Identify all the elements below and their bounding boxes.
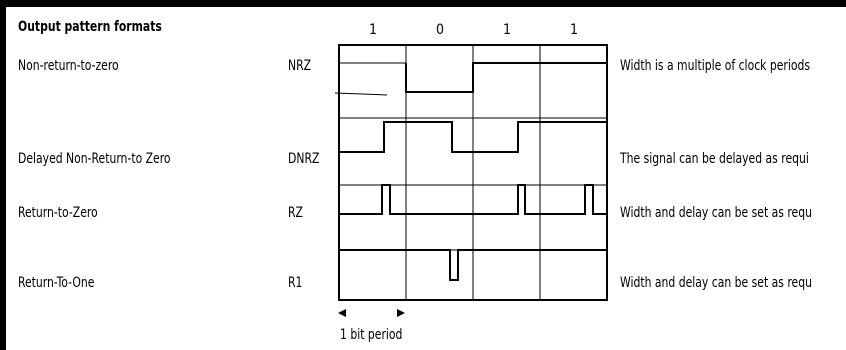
row-name-nrz: Non-return-to-zero — [18, 58, 119, 74]
rz-waveform — [339, 184, 607, 215]
nrz-waveform — [405, 62, 607, 93]
bit-value-3: 1 — [502, 22, 511, 38]
row-name-dnrz: Delayed Non-Return-to Zero — [18, 151, 171, 167]
bit-value-2: 0 — [435, 22, 444, 38]
row-description-rz: Width and delay can be set as requ — [620, 205, 812, 221]
row-code-rz: RZ — [288, 205, 303, 221]
bit-value-1: 1 — [368, 22, 377, 38]
row-name-r1: Return-To-One — [18, 275, 95, 291]
top-border — [0, 0, 846, 7]
left-border — [0, 0, 6, 350]
row-code-dnrz: DNRZ — [288, 151, 320, 167]
row-code-r1: R1 — [288, 275, 303, 291]
r1-waveform — [339, 249, 607, 281]
row-description-dnrz: The signal can be delayed as requi — [620, 151, 809, 167]
right-arrow-icon — [397, 309, 405, 317]
nrz-zero-reference-line — [334, 92, 388, 96]
row-name-rz: Return-to-Zero — [18, 205, 98, 221]
row-description-nrz: Width is a multiple of clock periods — [620, 58, 811, 74]
row-description-r1: Width and delay can be set as requ — [620, 275, 812, 291]
bit-period-arrows — [338, 309, 405, 317]
left-arrow-icon — [338, 309, 346, 317]
figure-title: Output pattern formats — [18, 19, 162, 35]
bit-value-4: 1 — [569, 22, 578, 38]
dnrz-waveform — [339, 121, 607, 153]
row-code-nrz: NRZ — [288, 58, 312, 74]
bit-period-label: 1 bit period — [340, 327, 403, 343]
